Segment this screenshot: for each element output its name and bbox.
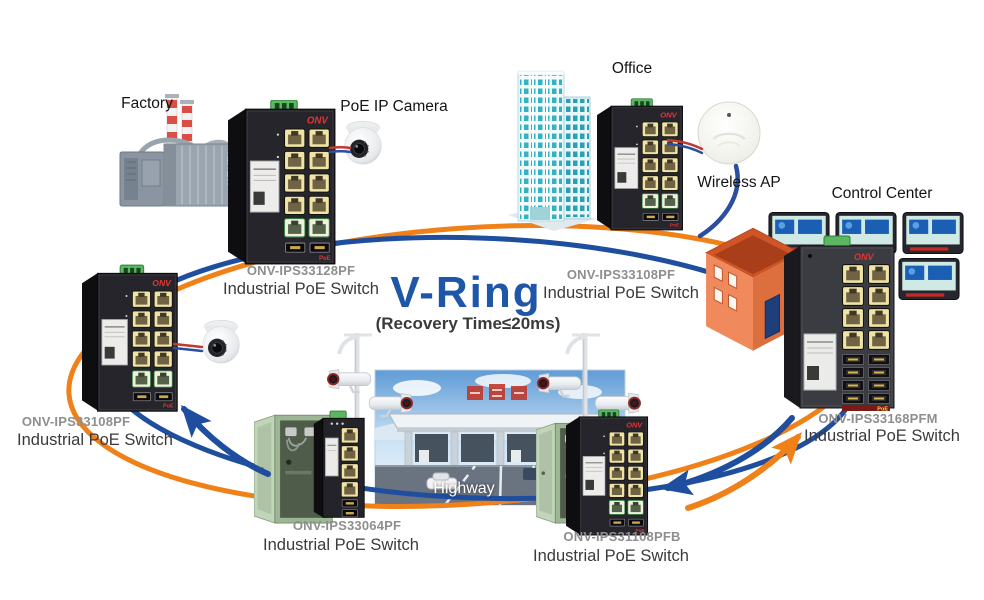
wireless-ap-label: Wireless AP: [697, 174, 781, 191]
wireless-ap-icon: [696, 100, 762, 166]
office-label: Office: [611, 60, 653, 77]
office-building: [506, 69, 598, 233]
highway-label: Highway: [433, 480, 495, 497]
arrowhead-orange: [771, 432, 802, 465]
control-monitor: [902, 212, 964, 254]
device-model: ONV-IPS33128PF: [246, 263, 356, 278]
switch-onv-ips31108pfb: [566, 410, 648, 535]
device-model: ONV-IPS33108PF: [566, 267, 676, 282]
device-caption: Industrial PoE Switch: [17, 431, 173, 449]
device-model: ONV-IPS33168PFM: [818, 411, 938, 426]
control-center-label: Control Center: [831, 185, 933, 202]
device-caption: Industrial PoE Switch: [533, 547, 689, 565]
switch-onv-ips33064pf: [314, 411, 364, 517]
device-model: ONV-IPS31108PFB: [563, 529, 681, 544]
device-caption: Industrial PoE Switch: [223, 280, 379, 298]
toll-sign: [467, 384, 527, 400]
dome-camera-icon: [344, 120, 382, 165]
dome-camera-icon: [202, 319, 240, 364]
device-model: ONV-IPS33108PF: [21, 414, 131, 429]
switch-onv-ips33108pf-top: [597, 99, 683, 230]
bullet-camera-icon: [328, 370, 371, 392]
switch-onv-ips33168pfm: [784, 236, 894, 413]
arrowhead-blue-right: [660, 469, 695, 496]
ring-arrows: [181, 405, 802, 511]
device-caption: Industrial PoE Switch: [263, 536, 419, 554]
patch-cables: [172, 138, 740, 353]
arrowhead-blue-left: [181, 405, 212, 438]
vring-subtitle: (Recovery Time≤20ms): [375, 314, 561, 333]
switch-onv-ips33128pf: [228, 100, 335, 264]
device-caption: Industrial PoE Switch: [804, 427, 960, 445]
vring-title: V-Ring: [390, 268, 542, 317]
switch-onv-ips33108pf-left: [82, 265, 177, 411]
device-model: ONV-IPS33064PF: [292, 518, 402, 533]
device-caption: Industrial PoE Switch: [543, 284, 699, 302]
factory-label: Factory: [121, 95, 173, 112]
poe-ip-camera-label: PoE IP Camera: [340, 98, 448, 115]
control-monitor: [898, 258, 960, 300]
